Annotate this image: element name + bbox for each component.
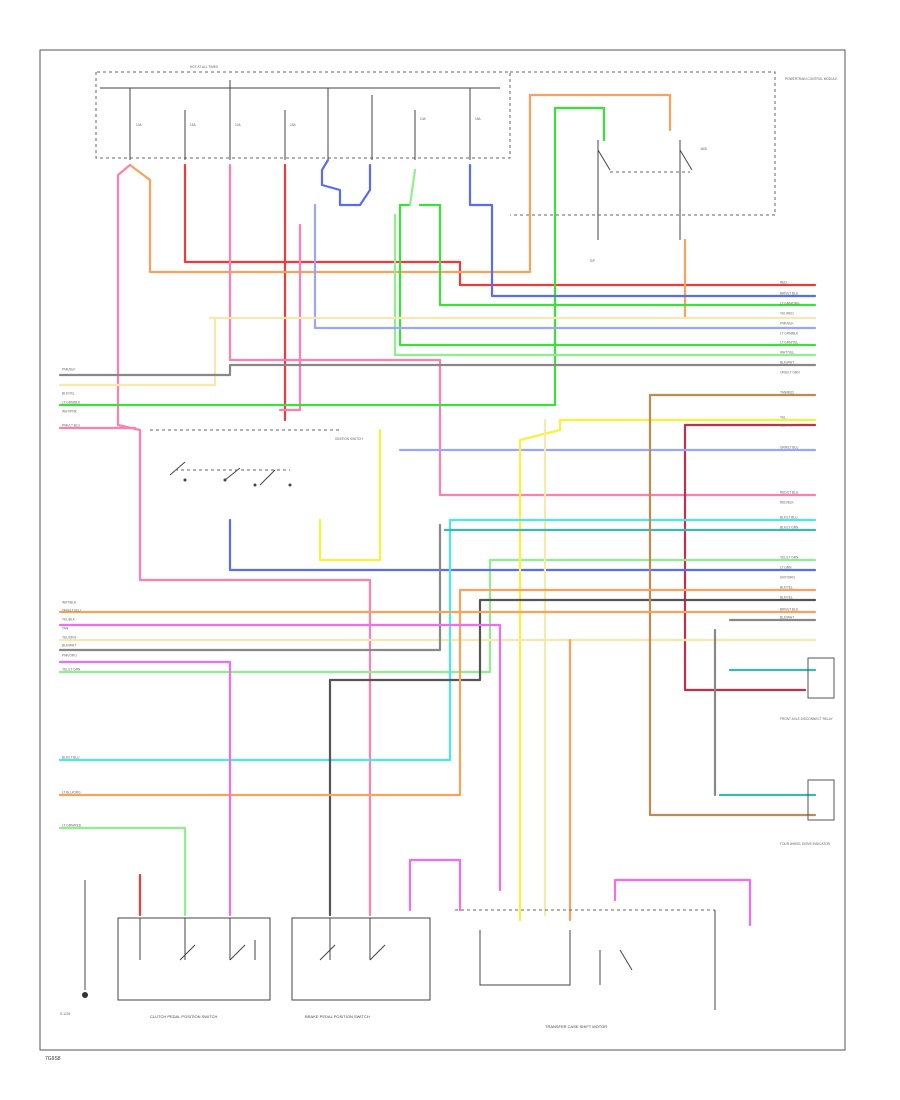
right-wire-label: BLK/YEL (780, 596, 793, 600)
right-wire-label: TAN/RED (780, 391, 794, 395)
right-wire-label: ORG/LT GRN (780, 371, 800, 375)
wire-magenta (58, 623, 502, 892)
svg-text:15A: 15A (190, 123, 197, 127)
left-wire-label: TAN (62, 627, 69, 631)
right-wire-label: RED (780, 281, 787, 285)
svg-text:15A: 15A (475, 117, 482, 121)
wire-dark-red (683, 423, 807, 692)
svg-text:15A: 15A (290, 123, 297, 127)
wire-blue (320, 158, 372, 207)
ground: S-1234 (60, 880, 88, 1016)
footer-code: 7G9S8 (45, 1056, 61, 1062)
right-wire-label: BLK/WHT (780, 361, 794, 365)
left-wire-label: WHT/BLK (62, 601, 77, 605)
left-wire-label: BLK/YEL (62, 392, 75, 396)
right-wire-label: BLK/LT BLU (780, 516, 798, 520)
sensor-upper: FRONT AXLE DISCONNECT RELAY (780, 657, 835, 721)
left-wire-label: PNK/ORG (62, 654, 77, 658)
right-wire-label: BRN/LT BLU (780, 292, 799, 296)
right-wire-label: LT GRN/BLK (780, 332, 799, 336)
right-wire-label: BLK/LT GRN (780, 526, 799, 530)
brake-caption: BRAKE PEDAL POSITION SWITCH (305, 1014, 370, 1019)
left-wire-label: LT GRN/BLK (62, 401, 81, 405)
right-wire-label: YEL/LT GRN (780, 556, 799, 560)
right-wire-labels: RED BRN/LT BLU LT GRN/ORG YEL/RED PNK/BLK LT … (780, 281, 800, 620)
left-wire-label: LT GRN/RED (62, 824, 82, 828)
right-wire-label: BRN/LT BLU (780, 608, 799, 612)
wire-pink (116, 163, 372, 917)
right-wire-label: LT GRN (780, 566, 792, 570)
relay-box: POWERTRAIN CONTROL MODULE 4WD S/P (590, 77, 837, 263)
wire-orange (128, 93, 672, 274)
right-wire-label: LT GRN/YEL (780, 341, 799, 345)
right-wire-label: BLK/YEL (780, 586, 793, 590)
fuse-box-caption: HOT AT ALL TIMES (190, 65, 218, 69)
left-wire-label: YEL/LT GRN (62, 668, 81, 672)
clutch-caption: CLUTCH PEDAL POSITION SWITCH (150, 1014, 218, 1019)
svg-text:S-1234: S-1234 (60, 1012, 71, 1016)
right-wire-label: RED/LT BLU (780, 491, 799, 495)
left-wire-labels: PNK/BLK BLK/YEL LT GRN/BLK WHT/PNK PNK/LT BL… (62, 368, 82, 828)
wires (58, 93, 817, 927)
relay-box-caption: POWERTRAIN CONTROL MODULE (785, 77, 837, 81)
fuse-box: HOT AT ALL TIMES 10A 15A 10A 15A 10A 15A (95, 65, 776, 216)
right-wire-label: PNK/BLK (780, 322, 794, 326)
right-wire-label: GRY/ORG (780, 576, 796, 580)
left-wire-label: ORG/LT BLU (62, 609, 81, 613)
left-wire-label: BLK/LT BLU (62, 756, 80, 760)
sensor-lower-caption: FOUR WHEEL DRIVE INDICATOR (780, 842, 831, 846)
right-wire-label: GRN/LT BLU (780, 446, 799, 450)
left-wire-label: PNK/BLK (62, 368, 76, 372)
svg-text:10A: 10A (136, 123, 143, 127)
ignition-switch: IGNITION SWITCH (150, 429, 363, 487)
svg-text:10A: 10A (235, 123, 242, 127)
clutch-switch: CLUTCH PEDAL POSITION SWITCH (117, 917, 271, 1019)
right-wire-label: RED/BLK (780, 501, 795, 505)
right-wire-label: WHT/YEL (780, 351, 794, 355)
sensor-upper-caption: FRONT AXLE DISCONNECT RELAY (780, 717, 834, 721)
left-wire-label: BLK/WHT (62, 644, 76, 648)
right-wire-label: YEL/RED (780, 312, 794, 316)
left-wire-label: LT BLU/ORG (62, 791, 81, 795)
svg-text:10A: 10A (420, 117, 427, 121)
left-wire-label: PNK/LT BLU (62, 424, 81, 428)
left-wire-label: YEL/ORG (62, 636, 77, 640)
fuse-labels: 10A 15A 10A 15A 10A 15A (136, 117, 482, 127)
right-wire-label: BLK/WHT (780, 616, 794, 620)
wire-light-green-left (58, 826, 187, 917)
sensor-lower: FOUR WHEEL DRIVE INDICATOR (780, 779, 835, 846)
right-wire-label: LT GRN/ORG (780, 302, 800, 306)
left-wire-label: WHT/PNK (62, 410, 78, 414)
transfer-caption: TRANSFER CASE SHIFT MOTOR (545, 1024, 607, 1029)
right-wire-label: BLK/PNK (780, 424, 794, 428)
wire-red (183, 163, 817, 287)
wire-green (58, 106, 606, 407)
transfer-case-motor: TRANSFER CASE SHIFT MOTOR (455, 909, 716, 1029)
svg-text:4WD: 4WD (700, 147, 708, 151)
right-wire-label: YEL (780, 416, 786, 420)
left-wire-label: YEL/BLK (62, 618, 76, 622)
ignition-caption: IGNITION SWITCH (335, 437, 363, 441)
diagram-frame (39, 49, 846, 1051)
brake-switch: BRAKE PEDAL POSITION SWITCH (291, 917, 431, 1019)
svg-text:S/P: S/P (590, 259, 595, 263)
